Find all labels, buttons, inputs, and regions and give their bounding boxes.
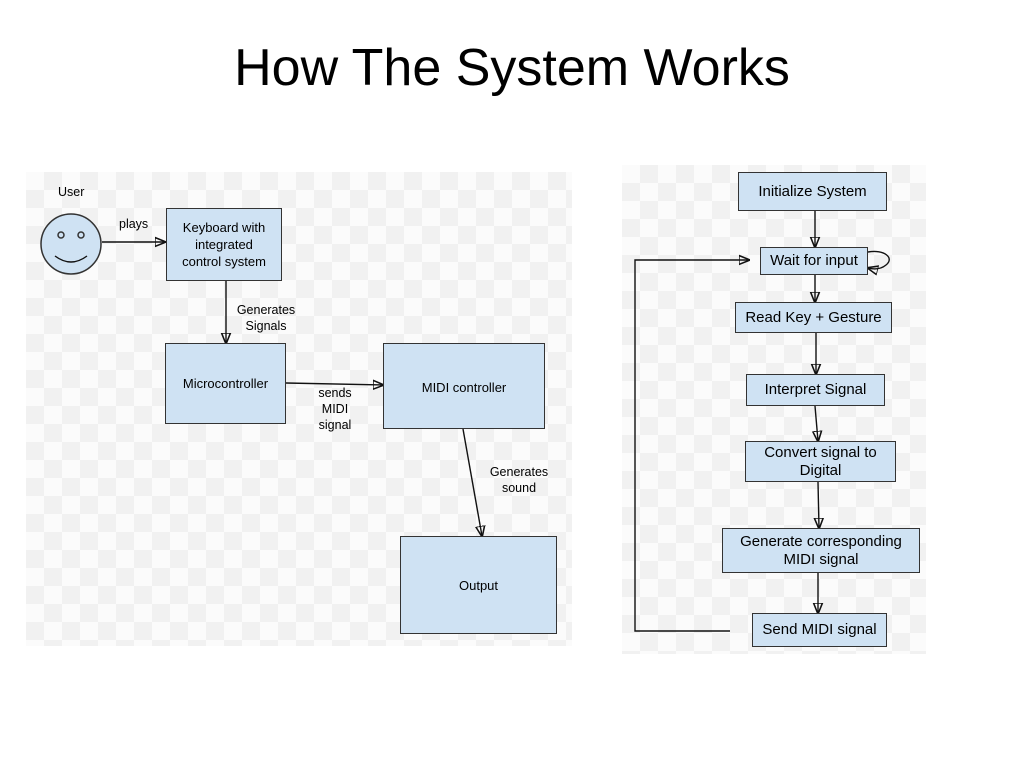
flow-arrow-5: [818, 481, 819, 528]
sends-midi-signal-arrow: [285, 383, 383, 385]
flowchart-connectors: [634, 211, 890, 632]
flow-step-convert-signal: Convert signal to Digital: [745, 441, 896, 482]
generates-sound-label: Generates sound: [489, 465, 549, 495]
flow-step-wait-for-input: Wait for input: [760, 247, 868, 275]
block-diagram-connectors: [40, 213, 572, 646]
flow-step-read-key-gesture: Read Key + Gesture: [735, 302, 892, 333]
slide-title: How The System Works: [234, 39, 790, 97]
midi-controller-node: MIDI controller: [383, 343, 545, 429]
generates-signals-label: Generates Signals: [236, 303, 296, 333]
plays-label: plays: [119, 217, 149, 231]
flow-step-generate-midi-signal: Generate corresponding MIDI signal: [722, 528, 920, 573]
flowchart-panel: Initialize System Wait for input Read Ke…: [622, 165, 926, 654]
flow-step-send-midi-signal: Send MIDI signal: [752, 613, 887, 647]
microcontroller-node: Microcontroller: [165, 343, 286, 424]
smiley-face-icon: [40, 213, 102, 275]
flow-step-interpret-signal: Interpret Signal: [746, 374, 885, 406]
user-label: User: [58, 185, 85, 199]
flow-step-initialize-system: Initialize System: [738, 172, 887, 211]
output-node: Output: [400, 536, 557, 634]
sends-midi-signal-label: sends MIDI signal: [318, 386, 352, 432]
flow-arrow-4: [815, 405, 818, 441]
generates-sound-arrow: [462, 428, 482, 536]
self-loop-arrow-icon: [868, 250, 890, 268]
loop-back-arrow: [634, 260, 749, 632]
block-diagram-panel: User plays Keyboard with integrated cont…: [26, 172, 572, 646]
keyboard-node: Keyboard with integrated control system: [166, 208, 282, 281]
